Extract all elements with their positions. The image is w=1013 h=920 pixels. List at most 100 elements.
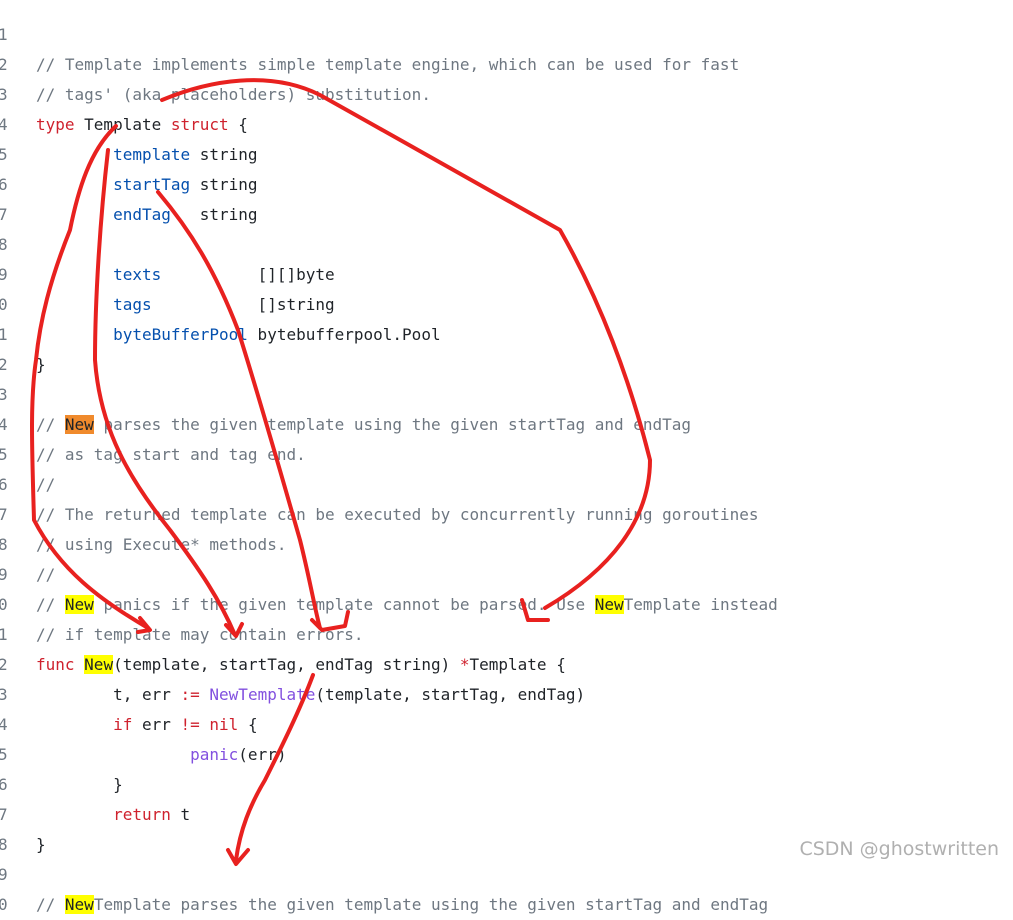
- line-number: 7: [0, 805, 8, 824]
- code-token: // using Execute* methods.: [36, 535, 287, 554]
- code-token: [36, 205, 113, 224]
- code-token: if: [113, 715, 133, 734]
- code-text: // Template implements simple template e…: [36, 50, 739, 80]
- code-token: string: [190, 175, 258, 194]
- line-number: 6: [0, 175, 8, 194]
- code-line: 5 template string: [0, 140, 1013, 170]
- code-text: //: [36, 470, 55, 500]
- code-line: 9//: [0, 560, 1013, 590]
- code-text: }: [36, 830, 46, 860]
- code-line: 0 // New panics if the given template can…: [0, 590, 1013, 620]
- line-number: 4: [0, 715, 8, 734]
- code-text: byteBufferPool bytebufferpool.Pool: [36, 320, 441, 350]
- code-token: New: [84, 655, 114, 674]
- code-line: 5 // as tag start and tag end.: [0, 440, 1013, 470]
- code-token: [200, 685, 210, 704]
- line-number: 5: [0, 445, 8, 464]
- code-line: 8}: [0, 830, 1013, 860]
- line-number: 3: [0, 385, 8, 404]
- code-line: 1 byteBufferPool bytebufferpool.Pool: [0, 320, 1013, 350]
- line-number: 1: [0, 625, 8, 644]
- code-token: t: [170, 805, 191, 824]
- line-number: 2: [0, 55, 8, 74]
- code-text: tags []string: [36, 290, 335, 320]
- code-token: parses the given template using the give…: [93, 415, 692, 434]
- line-number: 1: [0, 325, 8, 344]
- line-number: 5: [0, 145, 8, 164]
- code-line: 9 texts [][]byte: [0, 260, 1013, 290]
- code-token: bytebufferpool.Pool: [247, 325, 441, 344]
- code-text: return t: [36, 800, 190, 830]
- code-line: 6 startTag string: [0, 170, 1013, 200]
- code-token: // as tag start and tag end.: [36, 445, 306, 464]
- code-token: //: [36, 595, 65, 614]
- code-token: //: [36, 475, 56, 494]
- code-line: 4// New parses the given template using …: [0, 410, 1013, 440]
- line-number: 6: [0, 775, 8, 794]
- code-token: [200, 715, 210, 734]
- code-line: 1: [0, 20, 1013, 50]
- code-token: [36, 265, 113, 284]
- code-text: // if template may contain errors.: [36, 620, 364, 650]
- line-number: 8: [0, 835, 8, 854]
- code-text: panic(err): [36, 740, 286, 770]
- code-token: struct: [170, 115, 229, 134]
- code-token: //: [36, 565, 56, 584]
- code-text: texts [][]byte: [36, 260, 335, 290]
- code-token: byteBufferPool: [113, 325, 248, 344]
- code-token: panics if the given template cannot be p…: [93, 595, 595, 614]
- code-token: New: [64, 595, 94, 614]
- code-token: }: [36, 835, 46, 854]
- code-token: (template, startTag, endTag): [315, 685, 586, 704]
- code-line: 6 //: [0, 470, 1013, 500]
- code-token: // The returned template can be executed…: [36, 505, 759, 524]
- code-line: 4 if err != nil {: [0, 710, 1013, 740]
- code-token: *: [459, 655, 470, 674]
- code-line: 0 tags []string: [0, 290, 1013, 320]
- code-token: func: [36, 655, 75, 674]
- line-number: 6: [0, 475, 8, 494]
- code-token: return: [113, 805, 171, 824]
- line-number: 7: [0, 205, 8, 224]
- line-number: 8: [0, 535, 8, 554]
- code-token: template: [113, 145, 191, 164]
- code-token: New: [64, 415, 94, 434]
- line-number: 3: [0, 685, 8, 704]
- code-token: panic: [190, 745, 239, 764]
- code-text: // The returned template can be executed…: [36, 500, 758, 530]
- line-number: 4: [0, 415, 8, 434]
- code-token: }: [36, 355, 46, 374]
- code-line: 3: [0, 380, 1013, 410]
- code-token: [36, 145, 113, 164]
- code-token: [36, 175, 113, 194]
- code-token: // if template may contain errors.: [36, 625, 364, 644]
- code-text: // New panics if the given template cann…: [36, 590, 778, 620]
- code-line: 8 // using Execute* methods.: [0, 530, 1013, 560]
- code-text: // tags' (aka placeholders) substitution…: [36, 80, 431, 110]
- code-token: :=: [180, 685, 200, 704]
- code-line: 3 t, err := NewTemplate(template, startT…: [0, 680, 1013, 710]
- code-token: t, err: [36, 685, 181, 704]
- code-token: {: [238, 715, 258, 734]
- line-number: 3: [0, 85, 8, 104]
- code-token: Template instead: [623, 595, 778, 614]
- code-token: {: [228, 115, 248, 134]
- code-token: [36, 325, 113, 344]
- code-text: // using Execute* methods.: [36, 530, 286, 560]
- code-token: New: [64, 895, 94, 914]
- code-token: !=: [180, 715, 200, 734]
- code-line: 8: [0, 230, 1013, 260]
- code-text: func New(template, startTag, endTag stri…: [36, 650, 566, 680]
- code-line: 1 // if template may contain errors.: [0, 620, 1013, 650]
- code-token: // tags' (aka placeholders) substitution…: [36, 85, 431, 104]
- line-number: 0: [0, 595, 8, 614]
- line-number: 1: [0, 25, 8, 44]
- code-text: template string: [36, 140, 258, 170]
- code-line: 2 // Template implements simple template …: [0, 50, 1013, 80]
- code-text: }: [36, 770, 123, 800]
- code-line: 5 panic(err): [0, 740, 1013, 770]
- code-text: startTag string: [36, 170, 258, 200]
- line-number: 7: [0, 505, 8, 524]
